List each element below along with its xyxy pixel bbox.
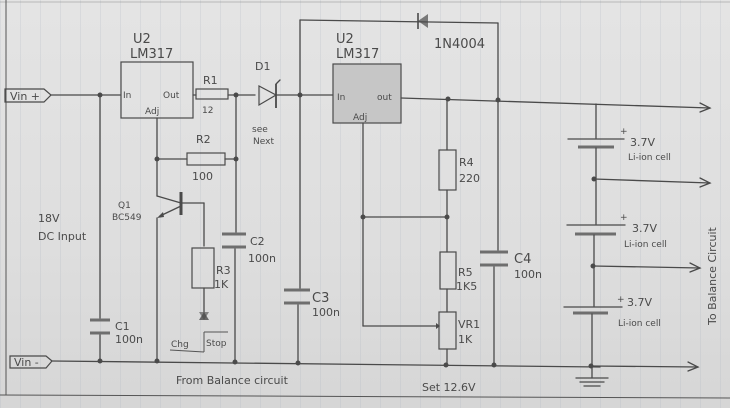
transistor-q1: Q1 BC549 — [112, 192, 205, 362]
c3-value: 100n — [312, 306, 340, 319]
junction — [495, 97, 501, 103]
vin-minus-label: Vin - — [14, 356, 39, 369]
junction — [445, 96, 451, 102]
r4-value: 220 — [459, 172, 480, 185]
resistor-r3: R3 1K — [191, 247, 231, 313]
c1-ref: C1 — [115, 320, 130, 333]
plus-sign: + — [617, 295, 625, 305]
resistor-r5: R5 1K5 — [439, 251, 477, 313]
vin-plus-label: Vin + — [10, 90, 40, 103]
r2-ref: R2 — [196, 133, 211, 146]
r5-value: 1K5 — [456, 280, 477, 293]
capacitor-c3: C3 100n — [284, 288, 340, 364]
r2-value: 100 — [192, 170, 213, 183]
ground-rail — [51, 360, 601, 368]
junction — [97, 358, 103, 364]
r5-ref: R5 — [458, 266, 473, 279]
cell-1-voltage: 3.7V — [630, 136, 655, 149]
arrow-head — [689, 262, 702, 273]
u2-pin-out: out — [377, 93, 392, 103]
u2-pin-in: In — [337, 93, 345, 103]
cell-2-voltage: 3.7V — [632, 222, 657, 235]
r1-value: 12 — [202, 106, 213, 116]
r3-ref: R3 — [216, 264, 231, 277]
q1-ref: Q1 — [118, 201, 131, 211]
arrow-head — [699, 102, 712, 113]
to-balance-note: To Balance Circuit — [706, 226, 719, 326]
u1-pin-out: Out — [163, 91, 180, 101]
d1-note-1: see — [252, 125, 268, 135]
r3-value: 1K — [214, 278, 229, 291]
arrow-head — [699, 177, 712, 188]
led-stop-label: Stop — [206, 339, 227, 349]
vin-plus-port: Vin + — [4, 88, 52, 103]
vr1-value: 1K — [458, 333, 473, 346]
input-voltage-note: 18V — [38, 212, 60, 225]
cell-2-type: Li-ion cell — [624, 240, 667, 250]
cell-3-type: Li-ion cell — [618, 319, 661, 329]
u1-pin-adj: Adj — [145, 107, 159, 117]
c4-value: 100n — [514, 268, 542, 281]
diode-1n4004: 1N4004 — [417, 13, 485, 52]
arrow-head — [687, 361, 700, 372]
capacitor-c2: C2 100n — [222, 232, 276, 363]
plus-sign: + — [620, 213, 628, 223]
tap-wire-2 — [592, 265, 701, 269]
diode-d1: D1 see Next — [252, 60, 341, 147]
d2-part: 1N4004 — [434, 37, 485, 52]
resistor-r2: R2 100 — [156, 133, 237, 183]
page-bottom-line — [0, 394, 730, 399]
cell-3-voltage: 3.7V — [627, 296, 652, 309]
d1-note-2: Next — [253, 137, 274, 147]
output-rail — [400, 97, 711, 109]
c4-ref: C4 — [514, 252, 531, 267]
u1-part: LM317 — [130, 47, 173, 62]
c2-value: 100n — [248, 252, 276, 265]
u2-part: LM317 — [336, 47, 379, 62]
battery-cell-3: + 3.7V Li-ion cell — [563, 295, 661, 329]
potentiometer-vr1: VR1 1K — [436, 311, 480, 366]
u1-pin-in: In — [123, 91, 131, 101]
battery-cell-1: + 3.7V Li-ion cell — [567, 127, 671, 163]
tap-wire-1 — [593, 178, 711, 184]
wire-bypass-top — [299, 19, 499, 24]
u2-ref: U2 — [336, 32, 354, 47]
cell-1-type: Li-ion cell — [628, 153, 671, 163]
c1-value: 100n — [115, 333, 143, 346]
input-type-note: DC Input — [38, 230, 87, 243]
capacitor-c1: C1 100n — [90, 318, 143, 362]
battery-cell-2: + 3.7V Li-ion cell — [566, 213, 667, 250]
plus-sign: + — [620, 127, 628, 137]
r1-ref: R1 — [203, 74, 218, 87]
q1-part: BC549 — [112, 213, 142, 223]
capacitor-c4: C4 100n — [480, 250, 542, 366]
resistor-r4: R4 220 — [438, 98, 480, 253]
led-chg-label: Chg — [171, 340, 189, 350]
regulator-u1: U2 LM317 In Out Adj — [120, 32, 194, 119]
junction — [443, 362, 449, 368]
r4-ref: R4 — [459, 156, 474, 169]
tap-wire-3 — [590, 365, 699, 368]
vr1-ref: VR1 — [458, 318, 480, 331]
resistor-r1: R1 12 — [192, 74, 256, 116]
u2-pin-adj: Adj — [353, 113, 367, 123]
c3-ref: C3 — [312, 291, 329, 306]
ground-icon — [575, 377, 609, 387]
regulator-u2: U2 LM317 In out Adj — [332, 32, 402, 124]
c2-ref: C2 — [250, 235, 265, 248]
u1-ref: U2 — [133, 32, 151, 47]
set-voltage-note: Set 12.6V — [422, 381, 476, 394]
d1-ref: D1 — [255, 60, 270, 73]
from-balance-note: From Balance circuit — [176, 374, 289, 387]
led-indicator: Chg Stop — [169, 312, 228, 353]
vin-minus-port: Vin - — [9, 355, 53, 369]
